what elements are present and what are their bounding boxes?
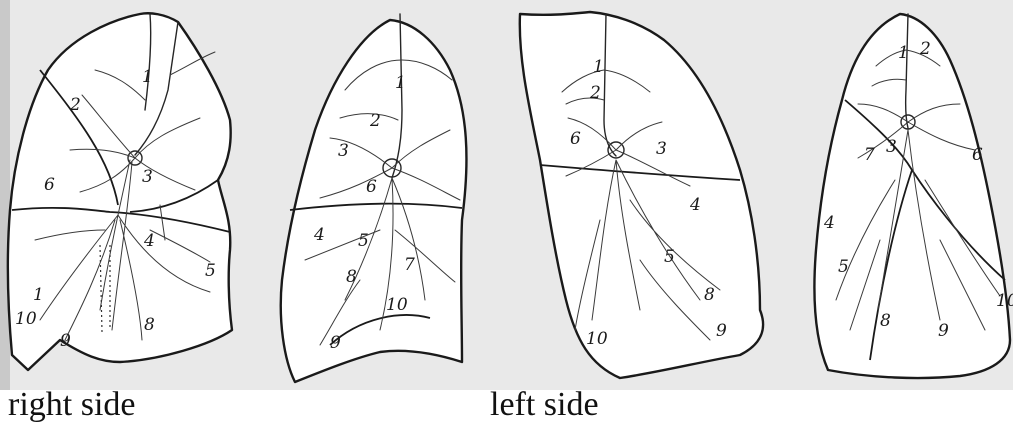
segment-number: 9: [330, 333, 341, 353]
segment-number: 3: [142, 167, 153, 187]
segment-number: 6: [366, 177, 377, 197]
segment-number: 4: [143, 231, 155, 251]
segment-number: 1: [33, 285, 44, 305]
segment-number: 9: [716, 321, 727, 341]
segment-number: 2: [589, 83, 601, 103]
segment-number: 7: [404, 255, 415, 275]
segment-number: 5: [205, 261, 216, 281]
right-side-label: right side: [8, 388, 135, 422]
segment-number: 8: [144, 315, 155, 335]
segment-number: 5: [664, 247, 675, 267]
segment-number: 6: [570, 129, 581, 149]
segment-number: 8: [346, 267, 357, 287]
segment-number: 10: [386, 295, 408, 315]
segment-number: 4: [823, 213, 835, 233]
segment-number: 4: [689, 195, 701, 215]
segment-number: 1: [395, 73, 406, 93]
segment-number: 1: [593, 57, 604, 77]
segment-number: 9: [938, 321, 949, 341]
segment-number: 6: [44, 175, 55, 195]
segment-number: 8: [704, 285, 715, 305]
segment-number: 8: [880, 311, 891, 331]
segment-number: 4: [313, 225, 325, 245]
segment-number: 2: [919, 39, 931, 59]
segment-number: 2: [69, 95, 81, 115]
segment-number: 10: [15, 309, 37, 329]
segment-number: 3: [656, 139, 667, 159]
segment-number: 1: [142, 67, 153, 87]
segment-number: 9: [60, 331, 71, 351]
segment-number: 3: [886, 137, 897, 157]
segment-number: 5: [358, 231, 369, 251]
segment-number: 3: [338, 141, 349, 161]
segment-number: 2: [369, 111, 381, 131]
segment-number: 1: [898, 43, 909, 63]
segment-number: 6: [972, 145, 983, 165]
segment-number: 10: [586, 329, 608, 349]
segment-number: 10: [996, 291, 1013, 311]
segment-number: 7: [864, 145, 875, 165]
left-side-label: left side: [490, 388, 599, 422]
scan-left-shadow: [0, 0, 10, 390]
segment-number: 5: [838, 257, 849, 277]
